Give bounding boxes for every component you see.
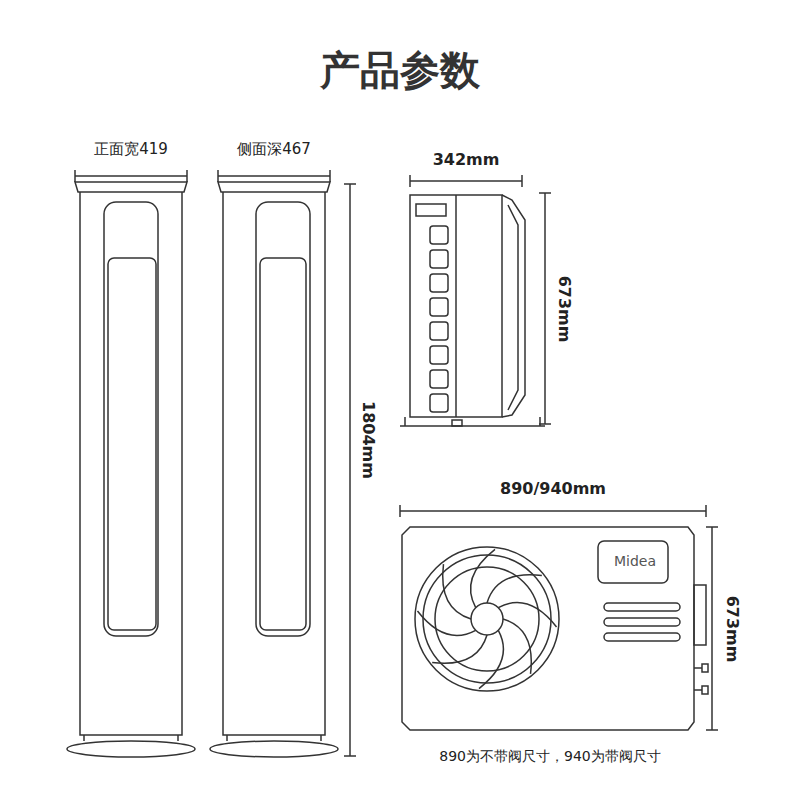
indoor-tower-front (67, 182, 195, 757)
fan-guard (415, 547, 559, 691)
outdoor-unit-side (400, 195, 545, 426)
fan-hub (471, 603, 503, 635)
dimension-label: 侧面深467 (237, 141, 311, 158)
brand-logo: Midea (614, 554, 656, 569)
outdoor-unit-front (402, 527, 708, 730)
fan-blade (479, 630, 503, 688)
fan-blade (443, 564, 471, 619)
fan-blade (432, 635, 487, 663)
dimension-label: 890/940mm (500, 480, 606, 498)
grill-slot (430, 346, 448, 364)
fan-blade (503, 619, 531, 674)
dimension-label: 342mm (433, 151, 500, 169)
grill-slot (430, 274, 448, 292)
grill-slot (430, 250, 448, 268)
fan-blade (498, 603, 556, 627)
indoor-tower-side (210, 182, 338, 757)
dimension-label: 673mm (555, 276, 573, 343)
fan-blade (487, 575, 542, 603)
fan-guard (423, 555, 551, 683)
dimension-label: 正面宽419 (94, 141, 168, 158)
note-text: 890为不带阀尺寸，940为带阀尺寸 (439, 749, 660, 764)
dimension-label: 673mm (723, 596, 741, 663)
fan-blade (471, 549, 495, 607)
grill-slot (430, 226, 448, 244)
fan-guard (435, 567, 539, 671)
grill-slot (430, 298, 448, 316)
fan-blade (417, 611, 475, 635)
dimension-lines (75, 170, 718, 756)
grill-slot (430, 322, 448, 340)
grill-slot (430, 394, 448, 412)
dimension-label: 1804mm (359, 401, 377, 479)
grill-slot (430, 370, 448, 388)
page-title: 产品参数 (320, 48, 480, 92)
